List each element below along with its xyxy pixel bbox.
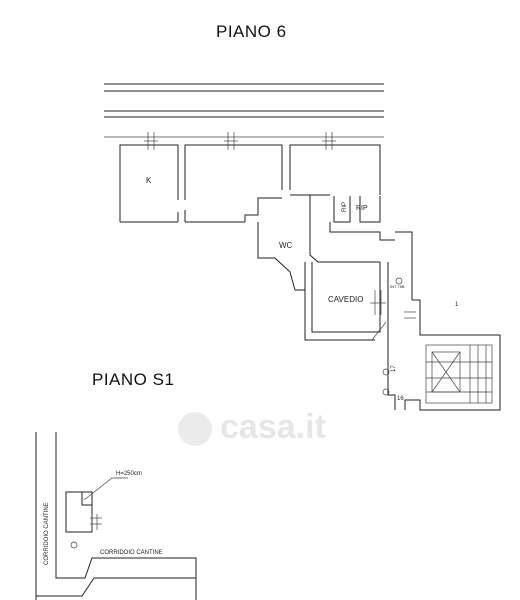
watermark-brand: casa.it [220,408,326,446]
corridor-label-vertical: CORRIDOIO CANTINE [44,502,50,565]
cellar-walls [35,432,197,600]
room-label-wc: WC [279,241,293,250]
window-markers [144,132,416,341]
step-label-16: 16 [397,396,404,402]
room-label-inter: INT 75B [390,284,405,289]
floor-title-piano-s1: PIANO S1 [92,370,175,389]
plan-mark: 1 [455,302,459,308]
step-label-17: 17 [391,365,397,372]
watermark-logo-icon [178,412,212,446]
apartment-walls [119,144,501,411]
cellar-height-note: H=250cm [116,471,142,477]
building-edge-lines [104,83,384,138]
corridor-label-horizontal: CORRIDOIO CANTINE [100,550,163,556]
room-label-kitchen: K [146,176,152,185]
room-label-storage: RIP [356,205,368,212]
door-symbols [382,277,403,396]
floor-title-piano-6: PIANO 6 [216,22,287,41]
room-label-courtyard: CAVEDIO [328,295,363,304]
room-label-small-box: RIP [342,202,348,212]
